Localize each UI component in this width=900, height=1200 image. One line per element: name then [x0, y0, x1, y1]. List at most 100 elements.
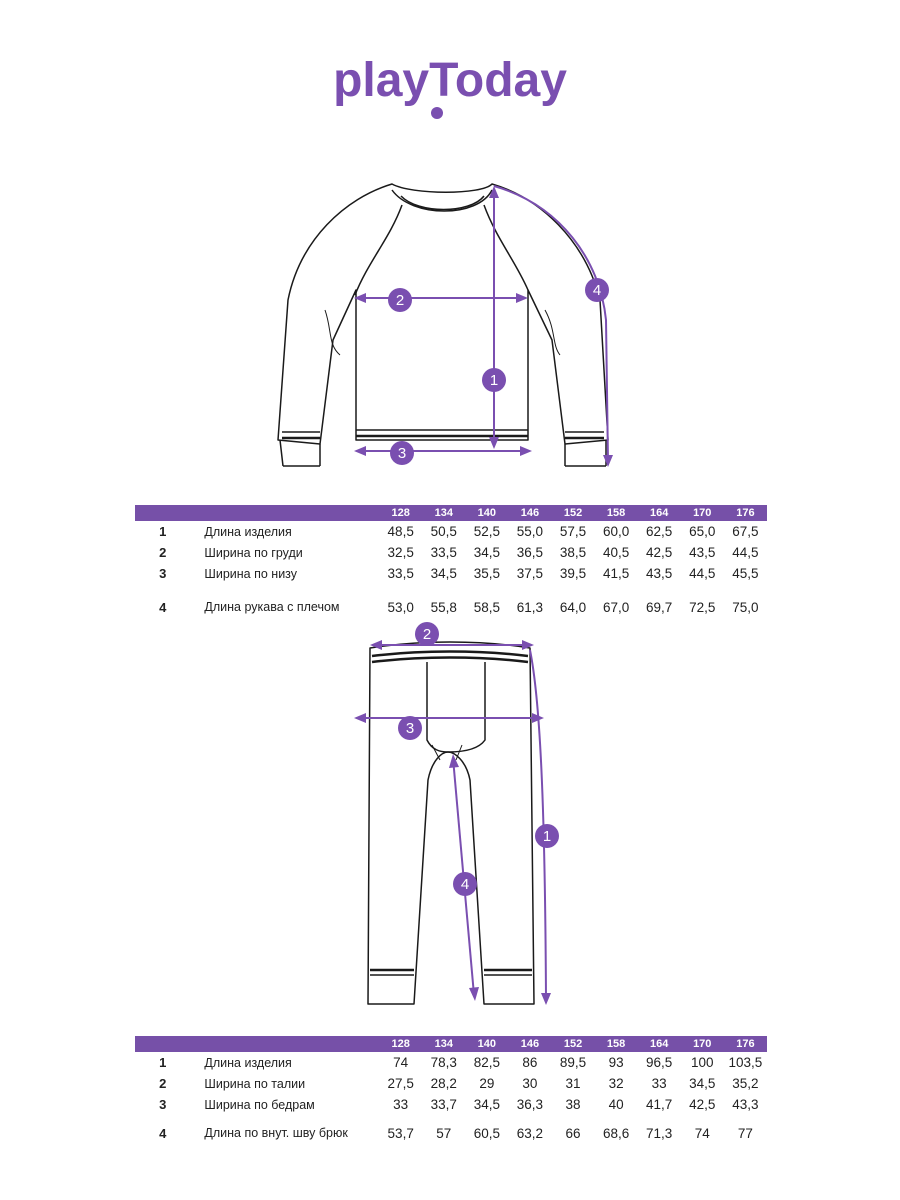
measurement-value: 53,7: [387, 1125, 414, 1141]
measurement-value: 82,5: [473, 1055, 500, 1070]
row-number: [135, 505, 191, 521]
measurement-value: 61,3: [516, 599, 544, 615]
size-label: 164: [637, 1036, 681, 1052]
size-label: 140: [465, 1036, 509, 1052]
row-number: 3: [159, 566, 167, 581]
svg-text:4: 4: [593, 282, 601, 299]
svg-text:1: 1: [543, 828, 551, 845]
measurement-value: 62,5: [646, 524, 673, 539]
measurement-value: 34,5: [689, 1076, 716, 1091]
measurement-name: Ширина по бедрам: [204, 1097, 315, 1112]
measurement-value: 71,3: [646, 1125, 673, 1141]
measurement-value: 41,5: [602, 566, 630, 581]
size-label: 158: [594, 505, 638, 521]
measurement-value: 64,0: [559, 599, 587, 615]
measurement-name: [190, 1036, 380, 1052]
measurement-value: 40: [608, 1097, 624, 1112]
marker-3: [398, 716, 422, 740]
svg-text:3: 3: [406, 720, 414, 737]
row-number: 4: [159, 599, 167, 615]
measurement-value: 35,2: [732, 1076, 759, 1091]
measurement-value: 32,5: [387, 545, 414, 560]
size-label: 134: [422, 1036, 466, 1052]
size-label: 170: [680, 505, 724, 521]
measurement-value: 65,0: [689, 524, 716, 539]
measurement-value: 96,5: [646, 1055, 673, 1070]
playtoday-logo: playToday: [333, 54, 567, 119]
measurement-value: 52,5: [473, 524, 500, 539]
measurement-value: 89,5: [559, 1055, 587, 1070]
measurement-name: Длина рукава с плечом: [204, 600, 340, 614]
measurement-value: 33,5: [430, 545, 457, 560]
size-label: 128: [379, 505, 423, 521]
size-label: 158: [594, 1036, 638, 1052]
measurement-value: 57,5: [559, 524, 587, 539]
measurement-value: 41,7: [646, 1097, 673, 1112]
measurement-name: Ширина по низу: [204, 566, 298, 581]
measurement-value: 28,2: [430, 1076, 457, 1091]
marker-4: [585, 278, 609, 302]
measurement-value: 53,0: [387, 599, 414, 615]
row-number: 1: [159, 524, 167, 539]
measurement-value: 35,5: [473, 566, 500, 581]
marker-1: [535, 824, 559, 848]
sweatshirt-size-table: 128 134 140 146 152 158 164 170 176 1 Дл…: [135, 505, 767, 620]
size-header-row: 128 134 140 146 152 158 164 170 176: [135, 1036, 767, 1052]
measurement-value: 60,5: [473, 1125, 500, 1141]
measurement-value: 67,0: [602, 599, 630, 615]
row-number: 3: [159, 1097, 167, 1112]
measurement-value: 30: [522, 1076, 538, 1091]
row-number: [135, 1036, 191, 1052]
measurement-value: 50,5: [430, 524, 457, 539]
measurement-value: 33,5: [387, 566, 414, 581]
size-label: 140: [465, 505, 509, 521]
logo-text: playToday: [333, 54, 567, 107]
size-label: 176: [723, 1036, 767, 1052]
size-label: 164: [637, 505, 681, 521]
measurement-value: 34,5: [430, 566, 457, 581]
measurement-value: 69,7: [646, 599, 673, 615]
measurement-value: 103,5: [728, 1055, 763, 1070]
row-number: 2: [159, 545, 167, 560]
marker-2: [415, 622, 439, 646]
measurement-name: Ширина по талии: [204, 1076, 306, 1091]
size-label: 128: [379, 1036, 423, 1052]
measurement-value: 42,5: [689, 1097, 716, 1112]
measurement-value: 58,5: [473, 599, 500, 615]
marker-2: [388, 288, 412, 312]
measurement-name: Длина изделия: [204, 524, 292, 539]
measurement-value: 78,3: [430, 1055, 457, 1070]
measurement-value: 43,5: [689, 545, 716, 560]
sweatshirt-drawing: 1 2 3 4: [277, 183, 613, 467]
svg-text:3: 3: [398, 445, 406, 462]
measurement-value: 45,5: [732, 566, 759, 581]
measurement-value: 34,5: [473, 545, 500, 560]
measurement-value: 57: [436, 1125, 452, 1141]
size-label: 152: [551, 1036, 595, 1052]
size-label: 152: [551, 505, 595, 521]
svg-text:1: 1: [490, 372, 498, 389]
measurement-value: 93: [608, 1055, 624, 1070]
measurement-value: 39,5: [559, 566, 587, 581]
measurement-value: 42,5: [646, 545, 673, 560]
measurement-value: 36,5: [516, 545, 544, 560]
measurement-name: Длина изделия: [204, 1055, 292, 1070]
measurement-value: 66: [565, 1125, 581, 1141]
measurement-value: 60,0: [602, 524, 630, 539]
measurement-value: 34,5: [473, 1097, 500, 1112]
measurement-value: 86: [522, 1055, 538, 1070]
measurement-value: 29: [479, 1076, 495, 1091]
measurement-value: 27,5: [387, 1076, 414, 1091]
size-label: 146: [508, 1036, 552, 1052]
size-label: 146: [508, 505, 552, 521]
measurement-value: 68,6: [602, 1125, 630, 1141]
measurement-value: 74: [393, 1055, 409, 1070]
pants-size-table: 128 134 140 146 152 158 164 170 176 1 Дл…: [135, 1036, 767, 1151]
measurement-value: 63,2: [516, 1125, 544, 1141]
